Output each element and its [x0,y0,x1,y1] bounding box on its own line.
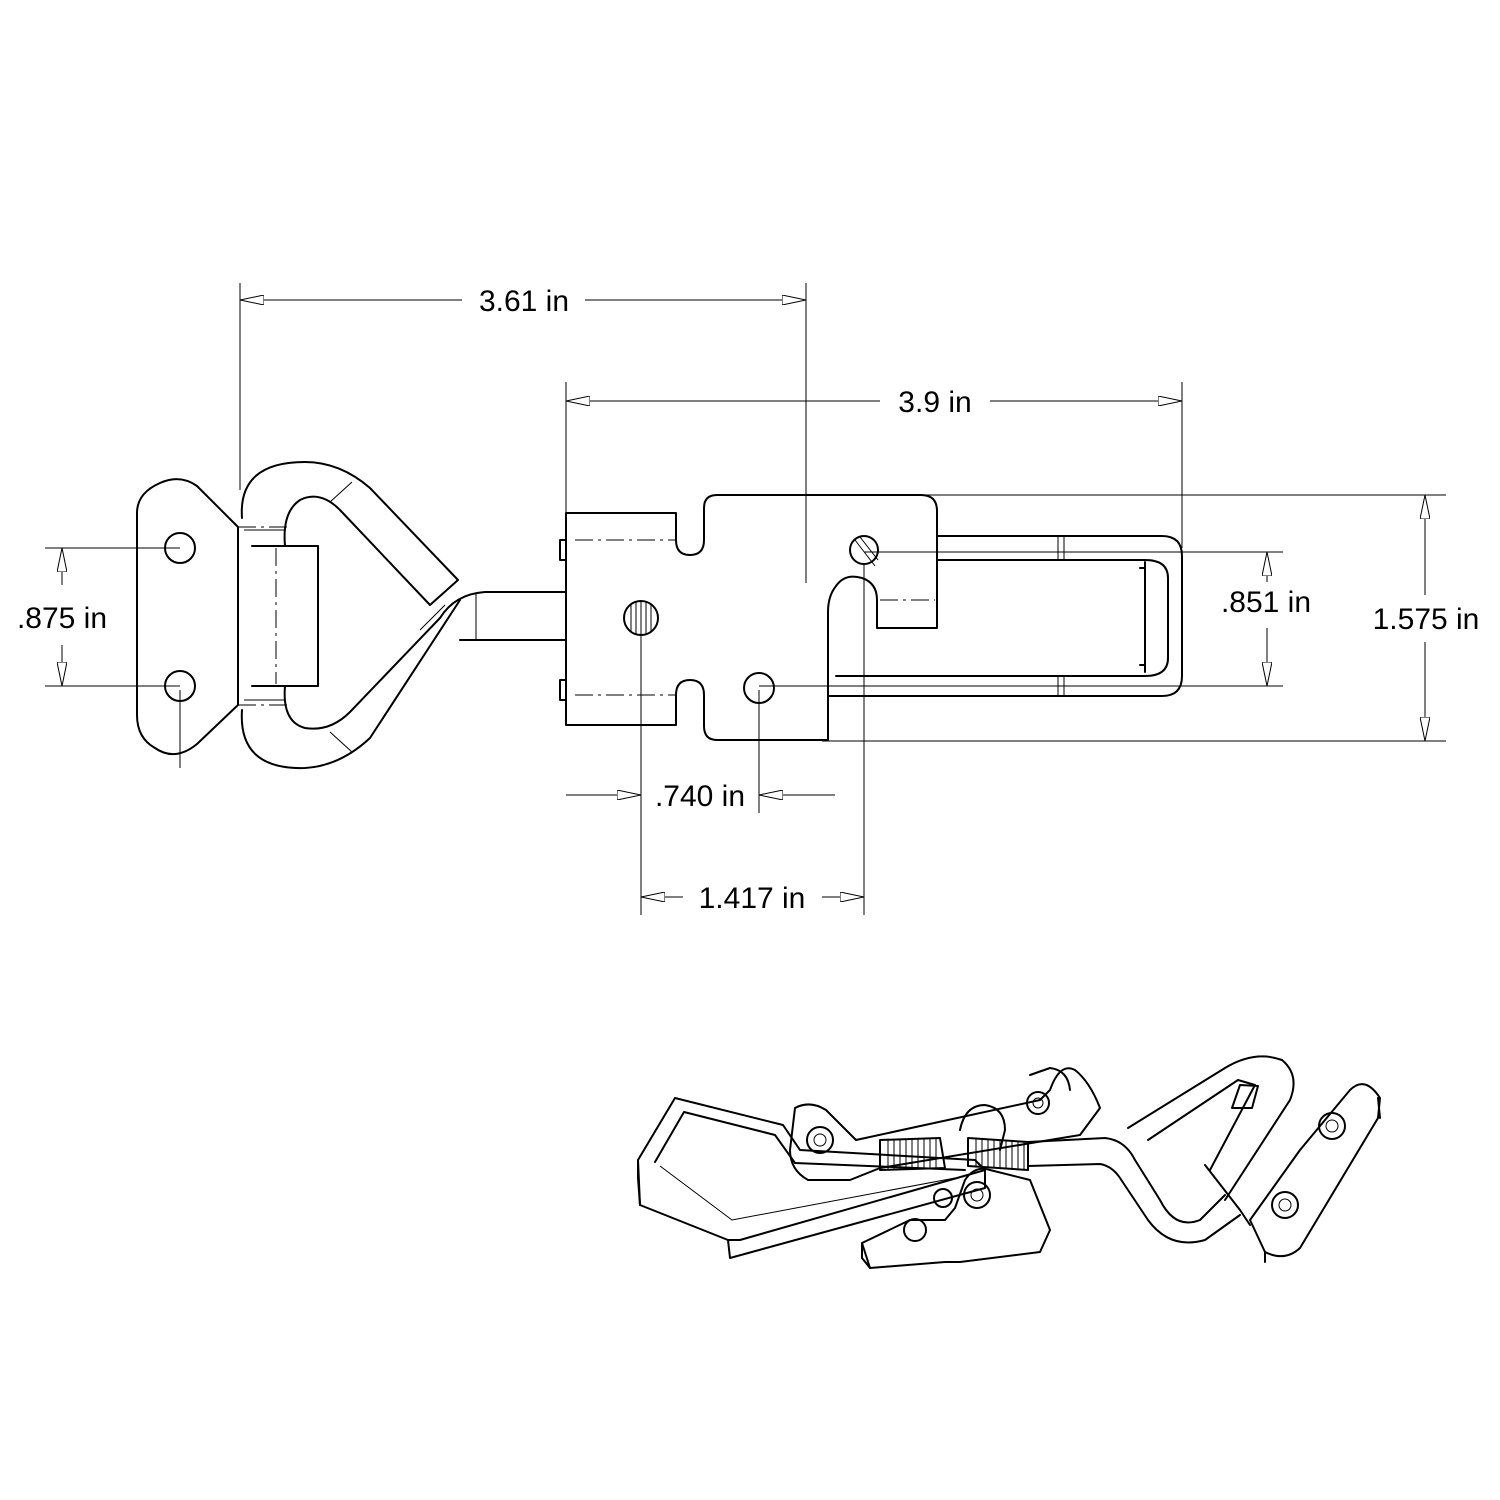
iso-springs [879,1137,1029,1171]
iso-rod [1027,1137,1241,1244]
iso-keeper-hook [1127,1055,1295,1226]
dimension-labels: 3.61 in 3.9 in .875 in .851 in 1.575 in … [17,285,1479,915]
dim-latch-length: 3.9 in [898,386,971,419]
dimension-lines [45,283,1446,915]
iso-lever [789,1067,1101,1181]
iso-keeper-plate [1249,1083,1381,1263]
dim-pivot-offset: 1.417 in [699,882,806,915]
latch-base [559,494,938,741]
dim-overall-length: 3.61 in [479,285,569,318]
dim-base-width: 1.575 in [1373,603,1480,636]
dim-hole-offset: .740 in [655,780,745,813]
iso-handle [637,1097,986,1259]
keeper-hook [240,461,461,770]
lever-frame [827,535,1183,697]
dim-keeper-hole-spacing: .875 in [17,602,107,635]
isometric-view [637,1055,1381,1269]
dim-hook-width: .851 in [1221,586,1311,619]
plan-view [136,461,1183,770]
pivot-pin [849,535,879,565]
iso-base [861,1104,1051,1269]
draw-rod [439,591,567,641]
keeper-plate [136,478,290,755]
